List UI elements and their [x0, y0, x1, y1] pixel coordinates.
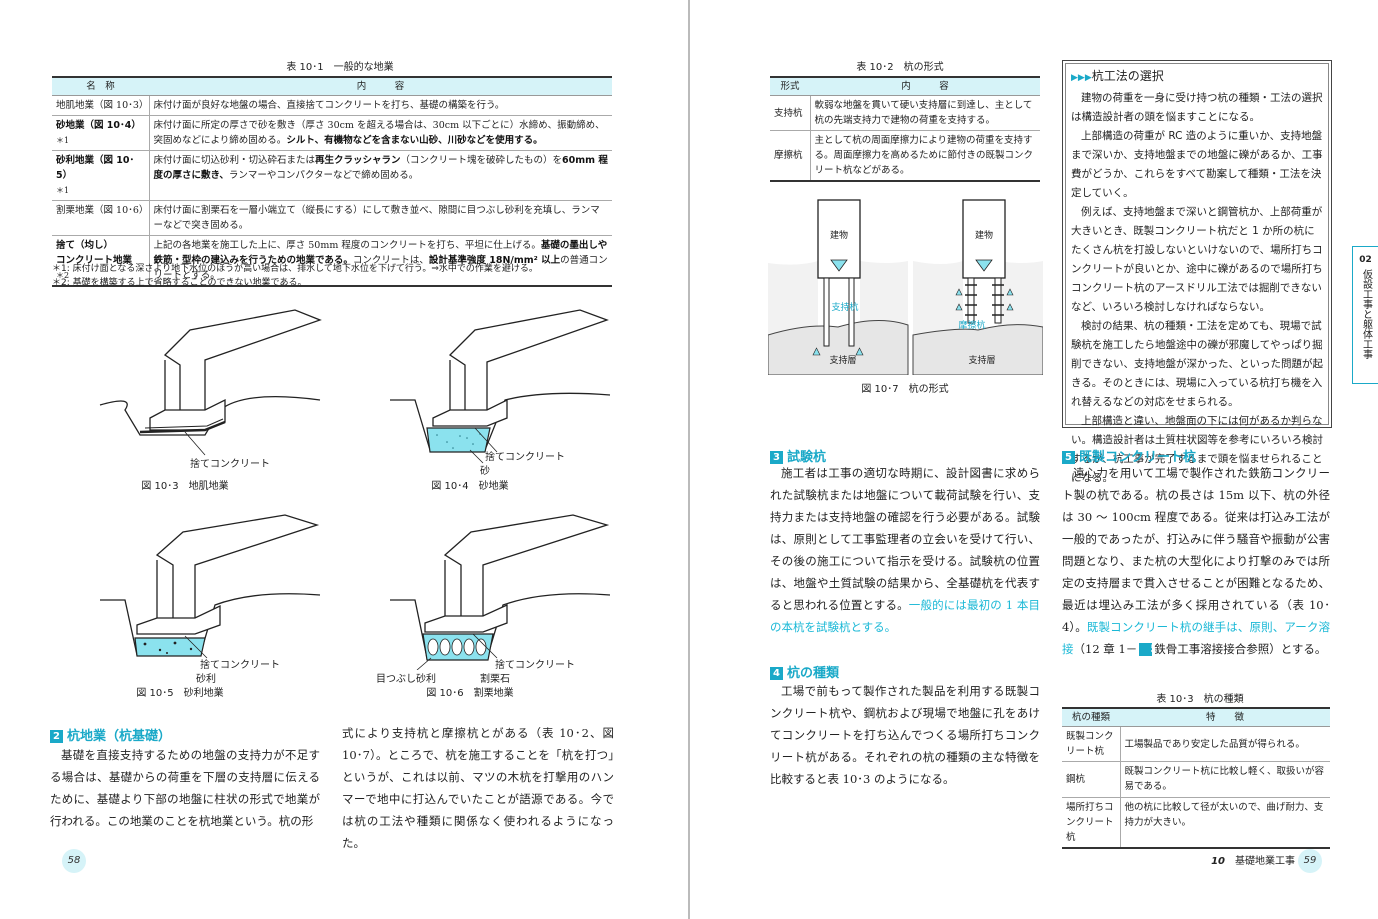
table-row: 割栗地業（図 10･6） 床付け面に割栗石を一層小端立て（縦長にする）にして敷き… — [52, 200, 612, 236]
section-4-text: 工場で前もって製作された製品を利用する既製コンクリート杭や、鋼杭および現場で地盤… — [770, 684, 1040, 786]
column-paragraph: 建物の荷重を一身に受け持つ杭の種類・工法の選択は構造設計者の頭を悩ますことになる… — [1071, 92, 1323, 123]
figure-10-3-diagram — [99, 309, 322, 456]
fig7-support-pile-label: 支持杭 — [831, 303, 859, 313]
table-header: 内 容 — [810, 77, 1040, 96]
chapter-side-tab[interactable]: 02 仮設工事と躯体工事 — [1352, 246, 1378, 384]
table-10-2: 形式 内 容 支持杭 軟弱な地盤を貫いて硬い支持層に到達し、主として杭の先端支持… — [770, 76, 1040, 182]
chapter-tab-number: 02 — [1359, 255, 1372, 265]
fig4-label-sand: 砂 — [480, 466, 490, 477]
fig7-friction-pile-label: 摩擦杭 — [958, 321, 986, 331]
table-row: 鋼杭 既製コンクリート杭に比較し軽く、取扱いが容易である。 — [1062, 761, 1330, 798]
figure-10-5-diagram — [100, 514, 321, 659]
fig7-layer-label-2: 支持層 — [968, 356, 996, 366]
fig5-label-gravel: 砂利 — [196, 674, 216, 685]
table-footnotes: ＊1: 床付け面となる深さより地下水位のほうが高い場合は、排水して地下水位を下げ… — [52, 264, 538, 288]
section-3-highlight: 一般的には最初の 1 本目の本杭を試験杭とする。 — [770, 598, 1040, 634]
table-row: 地肌地業（図 10･3） 床付け面が良好な地盤の場合、直接捨てコンクリートを打ち… — [52, 95, 612, 116]
table-header: 内 容 — [149, 77, 612, 96]
figure-10-3-caption: 図 10･3 地肌地業 — [141, 481, 229, 492]
page-number-right: 59 — [1298, 849, 1322, 873]
fig3-label-concrete: 捨てコンクリート — [190, 459, 270, 470]
right-page: 表 10･2 杭の形式 形式 内 容 支持杭 軟弱な地盤を貫いて硬い支持層に到達… — [690, 0, 1378, 919]
table-row: 支持杭 軟弱な地盤を貫いて硬い支持層に到達し、主として杭の先端支持力で建物の荷重… — [770, 95, 1040, 131]
fig4-label-concrete: 捨てコンクリート — [485, 452, 565, 463]
table-header: 名 称 — [52, 77, 149, 96]
fig7-layer-label-1: 支持層 — [829, 356, 857, 366]
figure-10-5-caption: 図 10･5 砂利地業 — [136, 688, 224, 699]
table-row: 既製コンクリート杭 工場製品であり安定した品質が得られる。 — [1062, 726, 1330, 762]
table-10-3: 杭の種類 特 徴 既製コンクリート杭 工場製品であり安定した品質が得られる。 鋼… — [1062, 707, 1330, 849]
table-row: 砂地業（図 10･4）＊1 床付け面に所定の厚さで砂を敷き（厚さ 30cm を超… — [52, 115, 612, 151]
section-3-text: 施工者は工事の適切な時期に、設計図書に求められた試験杭または地盤について載荷試験… — [770, 466, 1040, 634]
figure-10-4-caption: 図 10･4 砂地業 — [431, 481, 509, 492]
section-2-col1: 基礎を直接支持するための地盤の支持力が不足する場合は、基礎からの荷重を下層の支持… — [50, 748, 320, 828]
fig7-building-2: 建物 — [974, 231, 993, 241]
column-paragraph: 上部構造と違い、地盤面の下には何があるか判らない。構造設計者は土質柱状図等を参考… — [1071, 415, 1323, 484]
table-row: 砂利地業（図 10･5）＊1 床付け面に切込砂利・切込砕石または再生クラッシャラ… — [52, 150, 612, 201]
table-row: 摩擦杭 主として杭の周面摩擦力により建物の荷重を支持する。周面摩擦力を高めるため… — [770, 130, 1040, 182]
table-row: 場所打ちコンクリート杭 他の杭に比較して径が太いので、曲げ耐力、支持力が大きい。 — [1062, 797, 1330, 849]
running-footer: 10 基礎地業工事 — [1211, 856, 1295, 867]
column-box-title: ▶▶▶杭工法の選択 — [1071, 69, 1164, 83]
table-row: 捨て（均し）コンクリート地業＊2 上記の各地業を施工した上に、厚さ 50mm 程… — [52, 235, 612, 287]
triangle-bullets-icon: ▶▶▶ — [1071, 73, 1092, 83]
fig5-label-concrete: 捨てコンクリート — [200, 660, 280, 671]
column-paragraph: 上部構造の荷重が RC 造のように重いか、支持地盤まで深いか、支持地盤までの地盤… — [1071, 130, 1323, 199]
figure-10-6-diagram — [390, 514, 611, 670]
chapter-tab-label: 仮設工事と躯体工事 — [1360, 269, 1372, 359]
figure-10-6-caption: 図 10･6 割栗地業 — [426, 688, 514, 699]
table-10-3-caption: 表 10･3 杭の種類 — [1156, 694, 1244, 705]
table-header: 特 徴 — [1120, 708, 1330, 727]
table-header: 杭の種類 — [1062, 708, 1120, 727]
column-paragraph: 検討の結果、杭の種類・工法を定めても、現場で試験杭を施工したら地盤途中の礫が邪魔… — [1071, 320, 1323, 408]
fig6-label-cobble: 割栗石 — [480, 674, 510, 685]
figure-10-7-caption: 図 10･7 杭の形式 — [861, 384, 949, 395]
fig6-label-fill-gravel: 目つぶし砂利 — [376, 674, 436, 685]
table-header: 形式 — [770, 77, 810, 96]
section-5-highlight: 既製コンクリート杭の継手は、原則、アーク溶接 — [1062, 620, 1330, 656]
figure-10-7-diagram — [768, 199, 1043, 375]
fig6-label-concrete: 捨てコンクリート — [495, 660, 575, 671]
left-page: 表 10･1 一般的な地業 名 称 内 容 地肌地業（図 10･3） 床付け面が… — [0, 0, 688, 919]
section-5-text: 遠心力を用いて工場で製作された鉄筋コンクリート製の杭である。杭の長さは 15m … — [1062, 466, 1330, 656]
column-paragraph: 例えば、支持地盤まで深いと鋼管杭か、上部荷重が大きいとき、既製コンクリート杭だと… — [1071, 206, 1323, 313]
table-10-2-caption: 表 10･2 杭の形式 — [856, 62, 944, 73]
page-gutter — [688, 0, 690, 919]
table-10-1: 名 称 内 容 地肌地業（図 10･3） 床付け面が良好な地盤の場合、直接捨てコ… — [52, 76, 612, 287]
table-10-1-caption: 表 10･1 一般的な地業 — [286, 62, 394, 73]
figure-10-4-diagram — [390, 309, 611, 464]
fig7-building-1: 建物 — [829, 231, 848, 241]
section-2-col2: 式により支持杭と摩擦杭とがある（表 10･2、図 10･7）。ところで、杭を施工… — [342, 726, 614, 850]
column-box: ▶▶▶杭工法の選択 建物の荷重を一身に受け持つ杭の種類・工法の選択は構造設計者の… — [1062, 60, 1332, 484]
page-number-left: 58 — [62, 849, 86, 873]
